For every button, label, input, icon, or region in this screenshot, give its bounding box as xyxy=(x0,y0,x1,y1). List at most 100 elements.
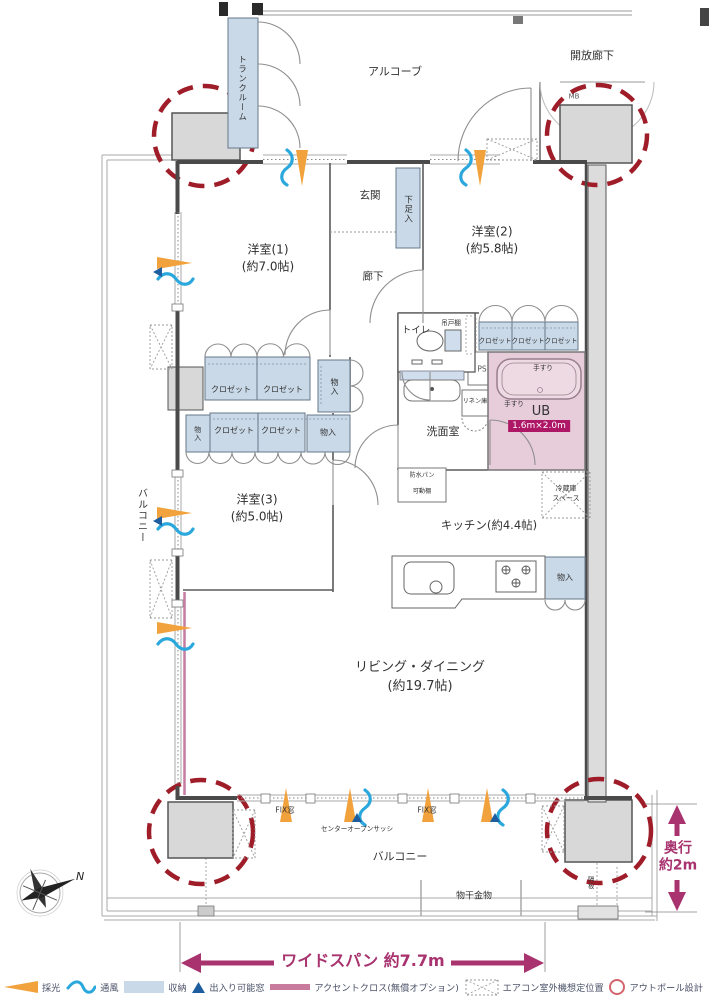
room2-size: (約5.8帖) xyxy=(465,241,519,256)
depth-label-1: 奥行 xyxy=(664,840,692,857)
closet-label: クロゼット xyxy=(214,426,254,435)
unit-bath xyxy=(487,351,586,471)
entrance-label: 玄関 xyxy=(359,189,381,202)
living-size: (約19.7帖) xyxy=(387,678,453,694)
closet-label: クロゼット xyxy=(211,385,251,394)
legend-item-outpole: アウトポール設計 xyxy=(609,979,703,995)
stove-burners xyxy=(501,565,531,588)
room1-size: (約7.0帖) xyxy=(241,259,295,274)
door-arcs xyxy=(185,21,586,611)
depth-dimension xyxy=(645,803,697,913)
wall-cut-marks xyxy=(219,2,709,26)
breeze-icon xyxy=(66,980,97,994)
fix-window-label: FIX窓 xyxy=(417,805,437,815)
room3-name: 洋室(3) xyxy=(236,492,278,507)
center-open-sash-label: センターオープンサッシ xyxy=(320,824,394,833)
living-name: リビング・ダイニング xyxy=(354,659,486,675)
top-boundary-lines xyxy=(258,10,655,163)
outpole-icon xyxy=(609,979,626,995)
daylight-icons xyxy=(157,150,493,822)
wide-span-label: ワイドスパン 約7.7m xyxy=(281,951,445,970)
legend-label: アクセントクロス(無償オプション) xyxy=(314,983,459,994)
balcony-bottom-label: バルコニー xyxy=(372,850,428,864)
legend-label: 採光 xyxy=(42,983,61,994)
room1-name: 洋室(1) xyxy=(247,242,289,257)
waterproof-pan-label: 防水パン xyxy=(409,472,435,480)
fridge-label-2: スペース xyxy=(552,494,580,503)
fridge-space-box xyxy=(541,471,591,519)
legend-label: 収納 xyxy=(168,983,187,994)
movable-shelf-label: 可動棚 xyxy=(412,488,432,496)
closet-label: クロゼット xyxy=(544,336,578,345)
ub-size-badge: 1.6m×2.0m xyxy=(508,420,570,432)
legend-label: エアコン室外機想定位置 xyxy=(502,983,604,994)
pipe-shaft xyxy=(587,164,607,803)
storage-label: 物入 xyxy=(330,378,339,396)
linen-label: リネン庫 xyxy=(462,398,488,406)
kitchen-label: キッチン(約4.4帖) xyxy=(440,517,538,532)
storage-label: 物入 xyxy=(320,428,336,437)
unit-walls xyxy=(175,160,632,800)
hanging-shelf-label: 吊戸棚 xyxy=(441,318,461,327)
aircon-outdoor-icon xyxy=(465,979,499,995)
toilet-label: トイレ xyxy=(401,325,431,337)
wide-span-dimension xyxy=(179,922,546,973)
open-corridor-label: 開放廊下 xyxy=(570,49,614,63)
ub-label: UB xyxy=(531,403,551,419)
closet-label: クロゼット xyxy=(261,426,301,435)
trunk-room-shape xyxy=(227,17,259,149)
depth-label-2: 約2m xyxy=(658,857,698,874)
trunk-room-label: トランクルーム xyxy=(236,54,247,122)
room2-name: 洋室(2) xyxy=(471,224,513,239)
kitchen-counter xyxy=(391,555,546,609)
washroom-label: 洗面室 xyxy=(426,425,460,439)
balcony-left-label: バルコニー xyxy=(135,487,147,543)
storage-label: 物入 xyxy=(557,573,573,582)
closet-label: クロゼット xyxy=(478,336,512,345)
legend-label: 出入り可能窓 xyxy=(209,983,265,994)
balcony-drain xyxy=(197,905,215,917)
columns xyxy=(167,104,633,863)
partition-board-label: 隔板 xyxy=(586,875,594,891)
alcove-label: アルコーブ xyxy=(367,65,423,79)
storage-label: 物入 xyxy=(193,426,202,442)
mb-label: MB xyxy=(568,92,580,101)
legend-label: アウトポール設計 xyxy=(629,983,703,994)
ps-label: PS xyxy=(477,364,487,374)
partition-board-shape xyxy=(577,905,619,920)
legend-item-daylight: 採光 xyxy=(4,980,60,994)
linen-shape xyxy=(461,389,489,417)
legend-item-storage: 収納 xyxy=(124,980,187,994)
door-window-icon xyxy=(192,981,206,993)
kitchen-sink xyxy=(403,561,455,595)
closet-label: クロゼット xyxy=(263,385,303,394)
closet-label: クロゼット xyxy=(511,336,545,345)
storage-icon xyxy=(124,981,165,993)
washbasin xyxy=(399,370,465,402)
door-window-icons xyxy=(153,267,500,822)
aircon-boxes xyxy=(149,138,591,859)
windows xyxy=(171,154,584,804)
hanger-rods xyxy=(208,327,575,420)
legend-item-aircon: エアコン室外機想定位置 xyxy=(465,979,604,996)
hanging-shelf-shape xyxy=(465,315,477,355)
hallway-label: 廊下 xyxy=(362,270,384,283)
storage-boxes xyxy=(185,321,586,600)
shoe-box-label: 下足入 xyxy=(402,194,413,224)
compass-north-label: N xyxy=(76,870,84,883)
handrail-label: 手すり xyxy=(504,399,524,408)
fridge-label-1: 冷蔵庫 xyxy=(555,484,577,493)
compass-icon: N xyxy=(16,868,84,917)
legend-item-door-window: 出入り可能窓 xyxy=(192,980,265,994)
laundry-fitting-label: 物干金物 xyxy=(455,891,493,902)
handrail-label: 手すり xyxy=(533,363,553,372)
fix-window-label: FIX窓 xyxy=(275,805,295,815)
room3-size: (約5.0帖) xyxy=(230,509,284,524)
shoe-box-shape xyxy=(395,167,421,249)
daylight-icon xyxy=(4,981,38,993)
waterproof-pan-shape xyxy=(397,467,447,503)
legend-item-breeze: 通風 xyxy=(66,980,119,994)
legend: 採光 通風 収納 出入り可能窓 アクセントクロス(無償オプション) エアコン室外… xyxy=(0,976,705,998)
